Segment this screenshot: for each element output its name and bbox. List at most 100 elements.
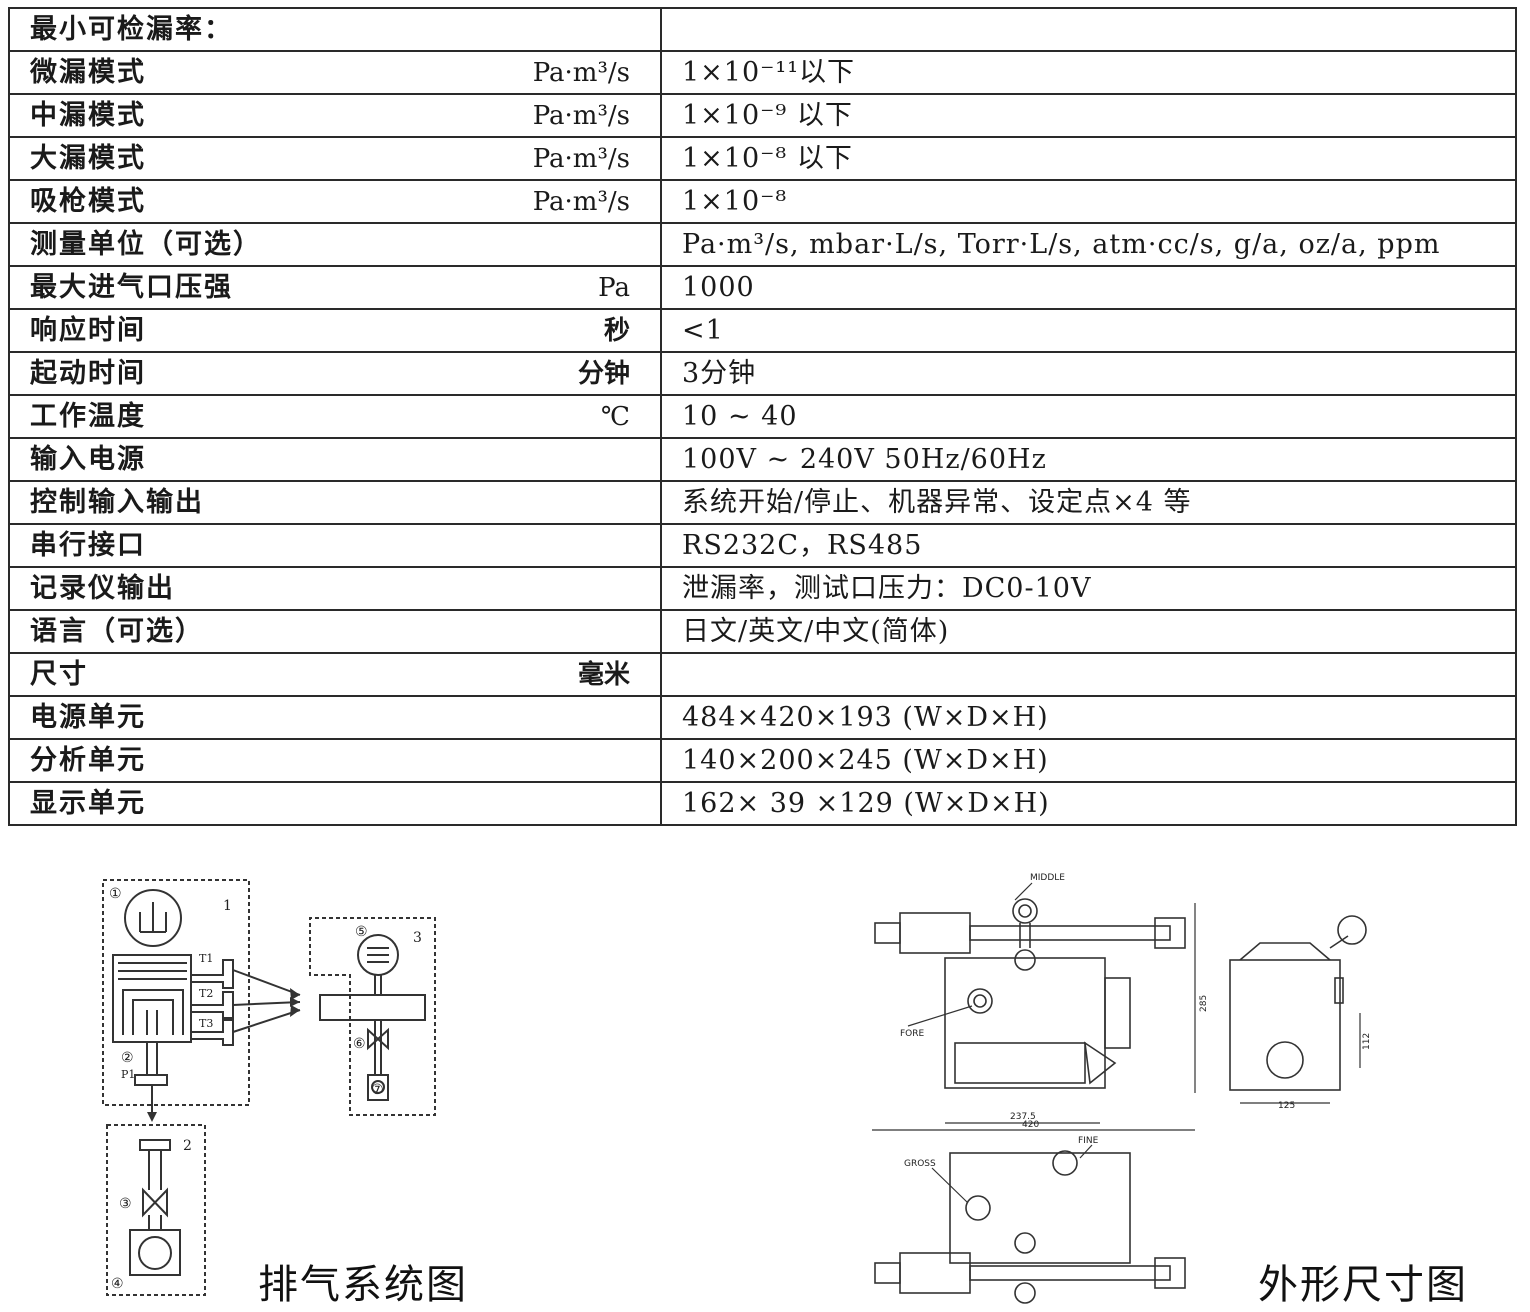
box-label-2: 2 (183, 1138, 192, 1154)
table-row: 记录仪输出泄漏率，测试口压力：DC0-10V (8, 566, 1517, 611)
table-row: 大漏模式 Pa·m³/s 1×10⁻⁸ 以下 (8, 136, 1517, 181)
valve-3 (142, 1187, 168, 1218)
param-value: 1×10⁻⁸ (682, 186, 788, 217)
value-cell: 1000 (660, 265, 1517, 310)
gauge-5 (357, 934, 399, 976)
value-cell (660, 652, 1517, 697)
param-label: 分析单元 (30, 745, 146, 776)
param-cell: 电源单元 (8, 695, 662, 740)
param-value: 162× 39 ×129 (W×D×H) (682, 788, 1050, 819)
param-label: 输入电源 (30, 444, 146, 475)
param-label: 串行接口 (30, 530, 146, 561)
value-cell: RS232C，RS485 (660, 523, 1517, 568)
analyzer-block (112, 954, 192, 1043)
value-cell: 162× 39 ×129 (W×D×H) (660, 781, 1517, 826)
middle-port (1012, 898, 1038, 924)
table-row: 吸枪模式 Pa·m³/s 1×10⁻⁸ (8, 179, 1517, 224)
table-header-row: 最小可检漏率： (8, 7, 1517, 52)
table-row: 响应时间 秒 <1 (8, 308, 1517, 353)
param-label: 响应时间 (30, 315, 146, 346)
param-value: 日文/英文/中文(简体) (682, 616, 950, 647)
box-1 (102, 879, 250, 1106)
circle-label-7: ⑦ (371, 1082, 384, 1098)
circle-label-1: ① (109, 886, 122, 902)
value-cell: 3分钟 (660, 351, 1517, 396)
gauge-1 (124, 889, 182, 947)
param-label: 电源单元 (30, 702, 146, 733)
param-unit: Pa·m³/s (532, 186, 630, 217)
circle-label-6: ⑥ (353, 1036, 366, 1052)
param-unit: ℃ (600, 401, 630, 432)
fore-port (967, 988, 993, 1014)
label-middle: MIDDLE (1030, 873, 1065, 883)
value-cell: 100V ~ 240V 50Hz/60Hz (660, 437, 1517, 482)
box-label-3: 3 (413, 930, 422, 946)
dimension-drawing: MIDDLE FORE FINE GROSS 237.5 420 285 112… (872, 873, 1372, 1304)
value-cell: 1×10⁻⁸ (660, 179, 1517, 224)
param-label: 吸枪模式 (30, 186, 146, 217)
header-value-cell (660, 7, 1517, 52)
label-gross: GROSS (904, 1159, 936, 1169)
table-row: 分析单元 140×200×245 (W×D×H) (8, 738, 1517, 783)
dim-285: 285 (1199, 995, 1209, 1012)
valve-6 (367, 1027, 389, 1051)
param-cell: 控制输入输出 (8, 480, 662, 525)
box-label-1: 1 (223, 898, 232, 914)
table-row: 测量单位（可选） Pa·m³/s, mbar·L/s, Torr·L/s, atm… (8, 222, 1517, 267)
param-cell: 起动时间分钟 (8, 351, 662, 396)
param-value: 3分钟 (682, 358, 757, 389)
value-cell: 10 ~ 40 (660, 394, 1517, 439)
value-cell: Pa·m³/s, mbar·L/s, Torr·L/s, atm·cc/s, g… (660, 222, 1517, 267)
param-value: 100V ~ 240V 50Hz/60Hz (682, 444, 1047, 475)
min-leak-rate-heading: 最小可检漏率： (30, 14, 233, 45)
param-label: 工作温度 (30, 401, 146, 432)
param-unit: Pa·m³/s (532, 143, 630, 174)
param-cell: 工作温度 ℃ (8, 394, 662, 439)
dim-125: 125 (1278, 1101, 1295, 1111)
param-label: 测量单位（可选） (30, 229, 262, 260)
param-cell: 分析单元 (8, 738, 662, 783)
param-label: 尺寸 (30, 659, 88, 690)
param-value: 140×200×245 (W×D×H) (682, 745, 1049, 776)
circle-label-4: ④ (111, 1276, 124, 1292)
param-cell: 尺寸毫米 (8, 652, 662, 697)
exhaust-diagram-caption: 排气系统图 (258, 1262, 468, 1308)
param-value: 10 ~ 40 (682, 401, 798, 432)
table-row: 显示单元 162× 39 ×129 (W×D×H) (8, 781, 1517, 826)
box-2 (106, 1124, 206, 1296)
param-unit: 秒 (603, 315, 630, 346)
table-row: 工作温度 ℃ 10 ~ 40 (8, 394, 1517, 439)
port-label-t3: T3 (199, 1017, 213, 1030)
param-cell: 响应时间 秒 (8, 308, 662, 353)
table-row: 语言（可选）日文/英文/中文(简体) (8, 609, 1517, 654)
param-label: 大漏模式 (30, 143, 146, 174)
table-row: 控制输入输出系统开始/停止、机器异常、设定点×4 等 (8, 480, 1517, 525)
circle-label-3: ③ (119, 1196, 132, 1212)
header-label-cell: 最小可检漏率： (8, 7, 662, 52)
param-value: 1×10⁻⁸ 以下 (682, 143, 853, 174)
param-cell: 串行接口 (8, 523, 662, 568)
param-label: 最大进气口压强 (30, 272, 233, 303)
param-value: <1 (682, 315, 724, 346)
value-cell: 1×10⁻⁸ 以下 (660, 136, 1517, 181)
param-cell: 显示单元 (8, 781, 662, 826)
dimension-drawing-caption: 外形尺寸图 (1258, 1262, 1468, 1308)
param-label: 起动时间 (30, 358, 146, 389)
exhaust-system-diagram: 1 2 3 ① ② ③ ④ ⑤ ⑥ ⑦ T1 T2 T3 P1 (102, 879, 436, 1296)
gross-port (965, 1195, 991, 1221)
param-cell: 吸枪模式 Pa·m³/s (8, 179, 662, 224)
param-cell: 测量单位（可选） (8, 222, 662, 267)
param-cell: 输入电源 (8, 437, 662, 482)
param-label: 微漏模式 (30, 57, 146, 88)
dim-420: 420 (1022, 1120, 1039, 1130)
table-row: 尺寸毫米 (8, 652, 1517, 697)
dim-237-5: 237.5 (1010, 1112, 1036, 1122)
param-unit: Pa (598, 272, 630, 303)
box-3 (309, 917, 436, 1116)
